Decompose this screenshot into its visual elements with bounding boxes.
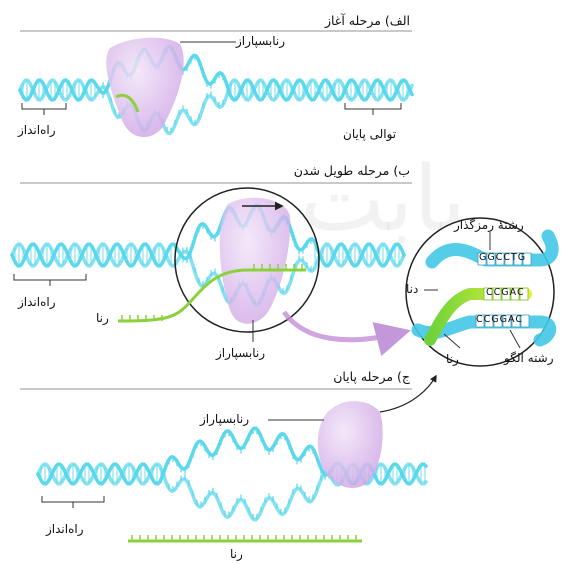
stage-a-title: الف) مرحله آغاز [324, 13, 410, 28]
inset-coding-bases: GGCCTG [479, 252, 527, 263]
inset-rna-bases: CCGAC [486, 287, 525, 298]
bracket-promoter-a [21, 103, 67, 115]
rna-short-stage-a [115, 93, 140, 113]
inset-coding-strand-label: رشتهٔ رمزگذار [454, 218, 524, 232]
promoter-label-b: راه‌انداز [18, 295, 56, 309]
polymerase-label-b: رنابسپاراز [216, 346, 266, 360]
polymerase-label-c: رنابسپاراز [200, 412, 250, 426]
bracket-promoter-b [13, 274, 87, 286]
rna-polymerase-stage-a [106, 37, 184, 138]
bracket-terminator-a [344, 103, 402, 115]
bracket-promoter-c [41, 496, 105, 508]
zoom-circle-stage-b [174, 187, 320, 333]
rna-ticks-stage-b [121, 264, 303, 321]
rna-polymerase-stage-b [219, 197, 291, 324]
inset-dna-label: دنا [406, 282, 419, 296]
rna-label-b: رنا [96, 311, 109, 325]
dna-helix-stage-a [18, 44, 414, 136]
promoter-label-c: راه‌انداز [46, 522, 84, 536]
continue-arrow-icon [379, 374, 437, 413]
polymerase-label-a: رنابسپاراز [236, 34, 286, 48]
rna-strand-stage-b [117, 268, 306, 323]
rna-label-c: رنا [230, 547, 243, 561]
dna-helix-stage-b [10, 203, 406, 307]
stage-b-title: ب) مرحله طویل شدن [293, 163, 410, 178]
rna-polymerase-stage-c [317, 401, 383, 488]
rna-ticks-stage-c [131, 535, 357, 541]
promoter-label-a: راه‌انداز [18, 123, 56, 137]
zoom-arrow-icon [281, 310, 411, 356]
stage-c-title: ج) مرحله پایان [333, 369, 410, 384]
inset-template-bases: CCGGAC [476, 314, 523, 325]
inset-molecular-detail [411, 229, 559, 349]
inset-template-strand-label: رشته الگو [504, 351, 554, 365]
terminator-label-a: توالی پایان [343, 127, 397, 141]
inset-rna-label: رنا [446, 352, 459, 366]
